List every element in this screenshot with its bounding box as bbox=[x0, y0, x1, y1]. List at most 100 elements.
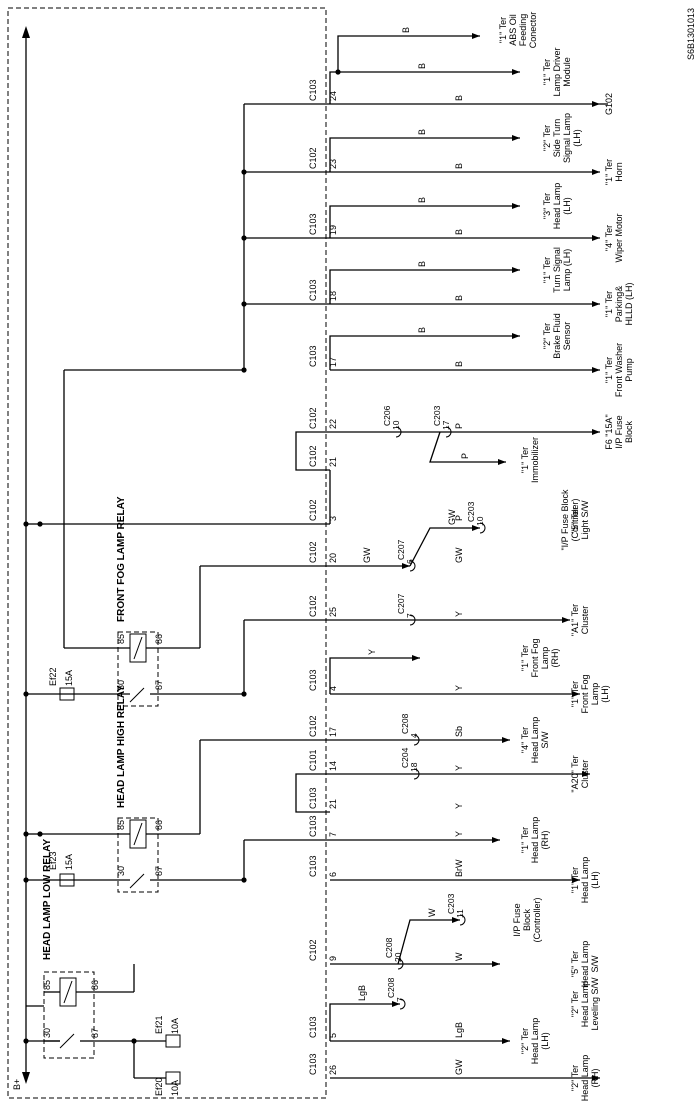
fuse-ef21-name: Ef21 bbox=[154, 1015, 164, 1034]
destination-label: "A1" TerCluster bbox=[570, 604, 590, 636]
connector-pin: 22 bbox=[328, 419, 338, 429]
wire-color-label: LgB bbox=[454, 1022, 464, 1038]
wire-color-label: B bbox=[454, 163, 464, 169]
connector-name: C103 bbox=[308, 345, 318, 367]
diagram-id: S6B1301013 bbox=[686, 8, 696, 60]
destination-label: "3" TerHead Lamp(LH) bbox=[542, 183, 572, 230]
connector-name: C102 bbox=[308, 445, 318, 467]
connector-pin: 6 bbox=[328, 872, 338, 877]
connector-name: C103 bbox=[308, 815, 318, 837]
svg-text:Ef23: Ef23 bbox=[48, 851, 58, 870]
splice-connector-name: C203 bbox=[466, 501, 476, 522]
b-plus-label: B+ bbox=[12, 1079, 22, 1090]
fog-relay-title: FRONT FOG LAMP RELAY bbox=[116, 496, 127, 622]
wire-color-label: Sb bbox=[454, 726, 464, 737]
svg-text:Ef22: Ef22 bbox=[48, 667, 58, 686]
connector-name: C101 bbox=[308, 749, 318, 771]
destination-label: "2" TerBrake FluidSensor bbox=[542, 313, 572, 359]
wire-color-label: GW bbox=[454, 547, 464, 563]
svg-text:10A: 10A bbox=[170, 1080, 180, 1096]
head-lamp-low-relay: HEAD LAMP LOW RELAY 85 86 30 87 bbox=[42, 839, 135, 1059]
fog-relay-pin86: 86 bbox=[154, 634, 164, 644]
connector-pin: 3 bbox=[328, 516, 338, 521]
connector-pin: 17 bbox=[328, 727, 338, 737]
fuse-ef20-name: Ef20 bbox=[154, 1077, 164, 1096]
branch: B"1" TerLamp DriverModule bbox=[329, 47, 572, 104]
wire-color-label: Y bbox=[367, 649, 377, 655]
splice-pin: 10 bbox=[391, 420, 401, 430]
low-relay-pin86: 86 bbox=[90, 980, 100, 990]
connector-name: C103 bbox=[308, 1016, 318, 1038]
high-relay-pin86: 86 bbox=[154, 820, 164, 830]
high-relay-pin87: 87 bbox=[154, 866, 164, 876]
connector-name: C102 bbox=[308, 939, 318, 961]
destination-label: "1" TerLamp DriverModule bbox=[542, 47, 572, 96]
connector-name: C103 bbox=[308, 213, 318, 235]
ground-bus bbox=[241, 103, 330, 373]
svg-text:HEAD LAMP HIGH RELAY: HEAD LAMP HIGH RELAY bbox=[116, 685, 127, 808]
wire-color-label: B bbox=[454, 295, 464, 301]
svg-text:Ef20: Ef20 bbox=[154, 1077, 164, 1096]
connector-name: C102 bbox=[308, 407, 318, 429]
splice-connector-name: C203 bbox=[432, 405, 442, 426]
branch: B"3" TerHead Lamp(LH) bbox=[329, 183, 572, 238]
low-relay-pin87: 87 bbox=[90, 1028, 100, 1038]
destination-label: "2" TerSide TurnSignal Lamp(LH) bbox=[542, 113, 582, 163]
wire-color-label: W bbox=[454, 952, 464, 961]
fuse-ef21-rating: 10A bbox=[170, 1018, 180, 1034]
connector-pin: 21 bbox=[328, 799, 338, 809]
splice-connector-name: C206 bbox=[382, 405, 392, 426]
destination-label: "1" TerParking&HLLD (LH) bbox=[604, 282, 634, 325]
splice-pin: 18 bbox=[409, 762, 419, 772]
wire-color-label: Y bbox=[454, 611, 464, 617]
svg-text:15A: 15A bbox=[64, 670, 74, 686]
fuse-ef23-rating: 15A bbox=[64, 854, 74, 870]
fog-relay-pin85: 85 bbox=[116, 634, 126, 644]
splice-pin: 10 bbox=[475, 516, 485, 526]
fuse-ef22-name: Ef22 bbox=[48, 667, 58, 686]
connector-pin: 5 bbox=[328, 1033, 338, 1038]
branch: B"1" TerABS OilFeedingConector bbox=[337, 12, 538, 72]
svg-text:Ef21: Ef21 bbox=[154, 1015, 164, 1034]
svg-text:FRONT FOG LAMP RELAY: FRONT FOG LAMP RELAY bbox=[116, 496, 127, 622]
connector-pin: 23 bbox=[328, 159, 338, 169]
fog-relay-pin30: 30 bbox=[116, 680, 126, 690]
connector-pin: 24 bbox=[328, 91, 338, 101]
splice-connector-name: C208 bbox=[384, 937, 394, 958]
wire-color-label: LgB bbox=[357, 985, 367, 1001]
connector-name: C103 bbox=[308, 787, 318, 809]
wire-color-label: B bbox=[417, 261, 427, 267]
fuse-ef20-rating: 10A bbox=[170, 1080, 180, 1096]
connector-pin: 7 bbox=[328, 832, 338, 837]
branch: B"2" TerBrake FluidSensor bbox=[329, 313, 572, 370]
high-relay-title: HEAD LAMP HIGH RELAY bbox=[116, 685, 127, 808]
wire-color-label: BrW bbox=[454, 859, 464, 877]
destination-label: "1" TerHead Lamp(RH) bbox=[520, 817, 550, 864]
wire-color-label: P bbox=[454, 515, 464, 521]
connector-name: C102 bbox=[308, 541, 318, 563]
connector-pin: 19 bbox=[328, 225, 338, 235]
connector-name: C103 bbox=[308, 79, 318, 101]
wire-color-label: P bbox=[454, 423, 464, 429]
wire-color-label: GW bbox=[362, 547, 372, 563]
wire-color-label: Y bbox=[454, 765, 464, 771]
fuse-ef22-rating: 15A bbox=[64, 670, 74, 686]
b-plus-bus: B+ bbox=[12, 26, 60, 1090]
connector-name: C102 bbox=[308, 147, 318, 169]
c102-3-feed bbox=[37, 521, 330, 527]
